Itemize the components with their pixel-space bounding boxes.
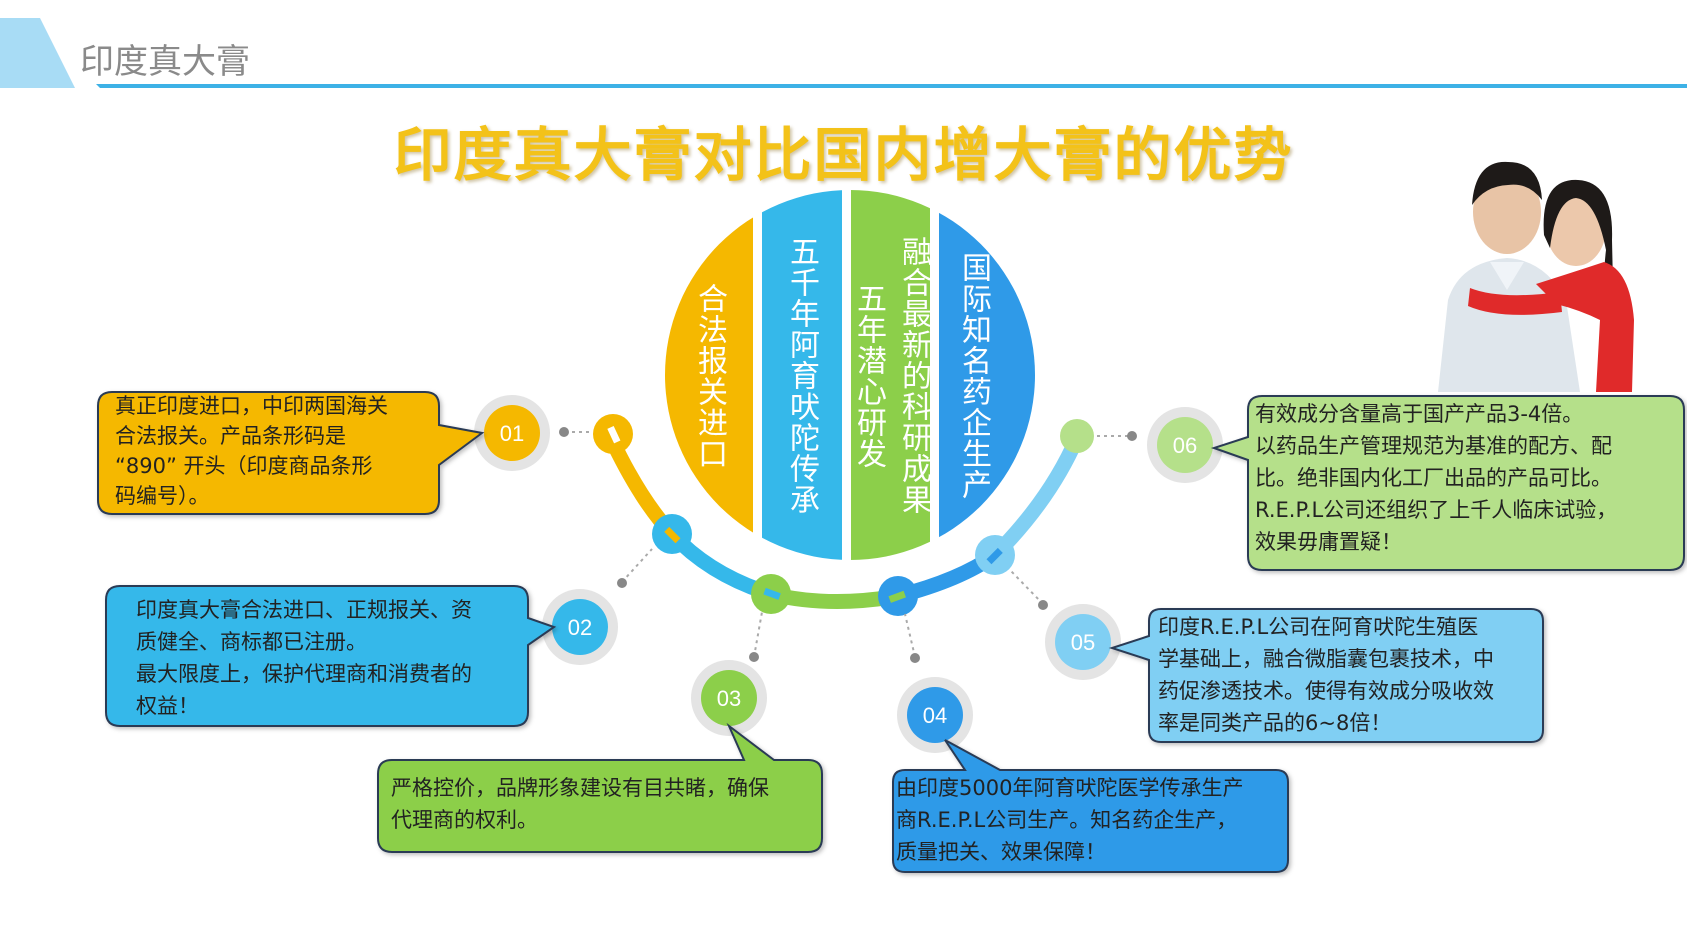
arc-node-6 xyxy=(1060,419,1094,453)
column-band-3 xyxy=(851,190,930,560)
step-number-02: 02 xyxy=(567,615,593,640)
step-number-04: 04 xyxy=(922,703,948,728)
callout-box-06 xyxy=(1210,395,1685,571)
callout-text-04: 由印度5000年阿育吠陀医学传承生产 商R.E.P.L公司生产。知名药企生产， … xyxy=(896,776,1244,864)
step-number-06: 06 xyxy=(1172,433,1198,458)
column-band-2 xyxy=(762,190,842,560)
callout-box-03 xyxy=(377,722,823,853)
callout-text-02: 印度真大膏合法进口、正规报关、资 质健全、商标都已注册。 最大限度上，保护代理商… xyxy=(136,598,472,718)
step-number-03: 03 xyxy=(716,686,742,711)
main-title: 印度真大膏对比国内增大膏的优势 xyxy=(393,121,1294,189)
callout-box-02 xyxy=(105,585,557,727)
header-line xyxy=(96,84,1687,88)
column-label-3: 五年潜心研发 xyxy=(851,283,886,469)
callout-box-05 xyxy=(1108,608,1544,743)
step-number-05: 05 xyxy=(1070,630,1096,655)
header-corner-shape xyxy=(0,18,75,88)
couple-photo xyxy=(1438,161,1634,392)
callouts xyxy=(97,391,1685,873)
callout-text-03: 严格控价，品牌形象建设有目共睹，确保 代理商的权利。 xyxy=(391,776,769,832)
callout-text-06: 有效成分含量高于国产产品3-4倍。 以药品生产管理规范为基准的配方、配 比。绝非… xyxy=(1255,402,1618,554)
header-decoration xyxy=(0,18,1687,88)
column-label-4: 融合最新的科研成果 xyxy=(896,236,931,515)
column-label-1: 合法报关进口 xyxy=(692,283,727,469)
callout-text-05: 印度R.E.P.L公司在阿育吠陀生殖医 学基础上，融合微脂囊包裹技术，中 药促渗… xyxy=(1158,615,1494,735)
column-label-5: 国际知名药企生产 xyxy=(956,252,991,500)
callout-box-04 xyxy=(892,739,1289,873)
number-circles xyxy=(474,395,1223,753)
callout-box-01 xyxy=(97,391,485,515)
arc-nodes xyxy=(593,414,1094,616)
header-title: 印度真大膏 xyxy=(80,42,250,82)
step-number-01: 01 xyxy=(499,421,525,446)
connector-dots xyxy=(559,427,1137,663)
callout-text-01: 真正印度进口，中印两国海关 合法报关。产品条形码是 “890” 开头（印度商品条… xyxy=(115,394,388,508)
column-label-2: 五千年阿育吠陀传承 xyxy=(784,236,819,515)
connectors xyxy=(565,431,1131,658)
